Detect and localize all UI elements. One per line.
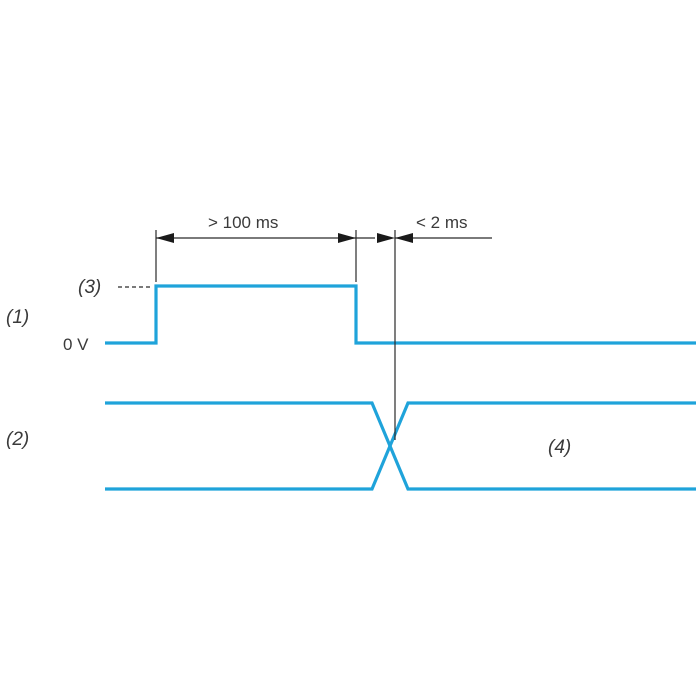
signal-1-label: (1) (6, 307, 29, 328)
region-4-label: (4) (548, 437, 571, 458)
pulse-width-left-arrowhead (156, 233, 174, 243)
pulse-width-label: > 100 ms (208, 213, 278, 232)
zero-volt-label: 0 V (63, 335, 89, 354)
signal-2-lower-waveform (105, 401, 696, 491)
signal-1-pulse-waveform (105, 284, 696, 345)
signal-2-label: (2) (6, 429, 29, 450)
switch-time-left-arrowhead (377, 233, 395, 243)
switch-time-right-arrowhead (395, 233, 413, 243)
switch-time-label: < 2 ms (416, 213, 468, 232)
pulse-width-right-arrowhead (338, 233, 356, 243)
signal-2-upper-waveform (105, 401, 696, 491)
level-3-label: (3) (78, 277, 101, 298)
